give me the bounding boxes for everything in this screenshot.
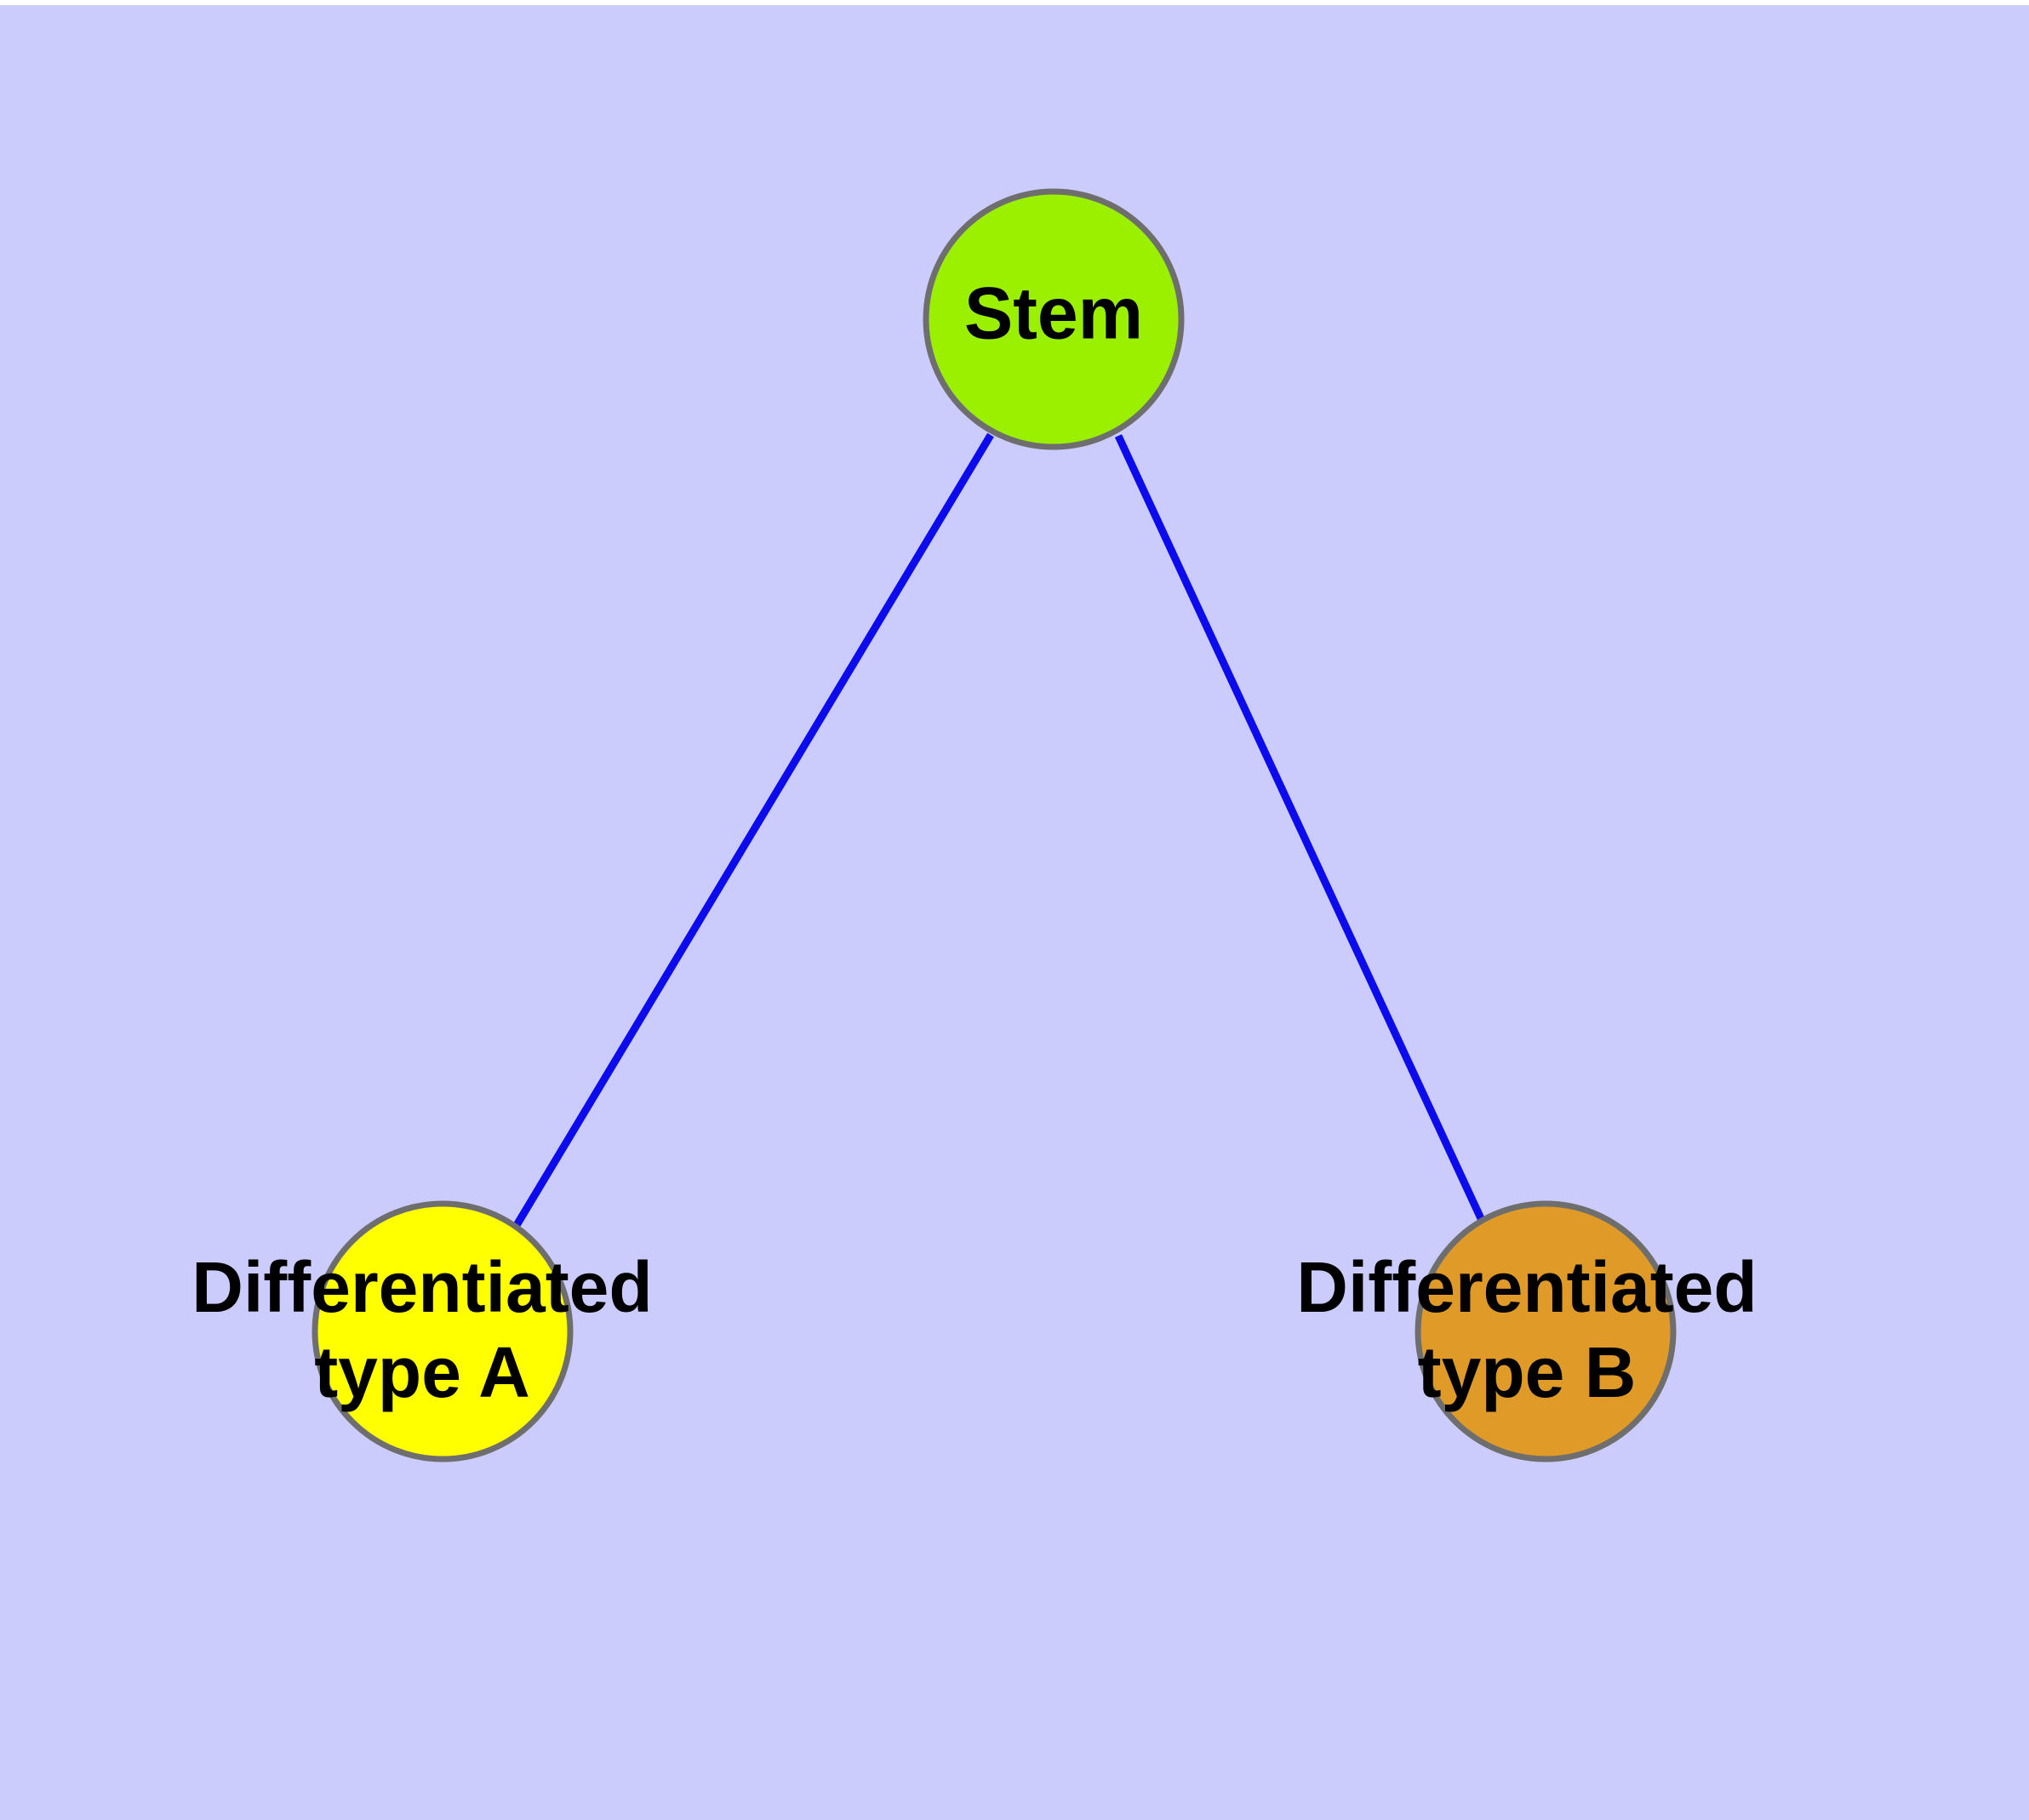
node-differentiated-type-b[interactable] (1415, 1200, 1677, 1462)
node-differentiated-type-a[interactable] (311, 1200, 574, 1462)
node-differentiated-type-a-label-line1: Differentiated (191, 1247, 652, 1327)
node-differentiated-type-b-circle[interactable] (1415, 1200, 1677, 1462)
edges-layer (512, 432, 1489, 1229)
labels-layer: Stem Differentiated type A Differentiate… (191, 273, 1757, 1412)
node-differentiated-type-a-circle[interactable] (311, 1200, 574, 1462)
edge-stem-to-differentiated-type-b[interactable] (1114, 434, 1489, 1228)
node-stem-label: Stem (964, 273, 1143, 355)
diagram-plot-area: Stem Differentiated type A Differentiate… (0, 5, 2029, 1820)
edge-stem-to-differentiated-type-a[interactable] (512, 432, 994, 1229)
node-stem-circle[interactable] (923, 188, 1185, 450)
nodes-layer (311, 188, 1677, 1462)
node-differentiated-type-b-label-line1: Differentiated (1296, 1247, 1757, 1327)
node-differentiated-type-a-label-line2: type A (314, 1332, 530, 1412)
node-stem[interactable] (923, 188, 1185, 450)
node-differentiated-type-b-label-line2: type B (1418, 1332, 1637, 1412)
cell-differentiation-graph: Stem Differentiated type A Differentiate… (191, 188, 1758, 1462)
